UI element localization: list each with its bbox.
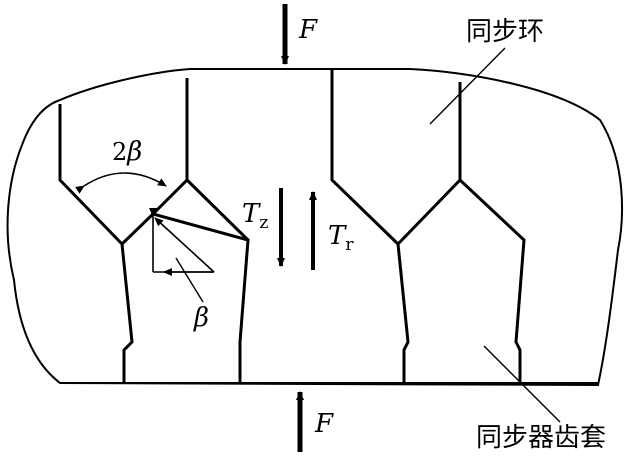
beta-label: β bbox=[193, 303, 209, 333]
force-bottom-label: F bbox=[314, 409, 334, 439]
synchronizer-ring-label: 同步环 bbox=[466, 17, 544, 47]
outline-boundary bbox=[6, 68, 623, 387]
left-tooth-flank bbox=[185, 178, 250, 242]
beta-normal-arrow bbox=[154, 217, 215, 273]
torque-tr-label: Tr bbox=[328, 221, 354, 255]
torque-tz-label: Tz bbox=[242, 199, 268, 233]
beta-leader-line bbox=[175, 257, 204, 303]
left-tooth-flank-inner bbox=[120, 212, 155, 246]
left-tooth-profile bbox=[58, 104, 134, 383]
sleeve-leader-line bbox=[483, 345, 561, 423]
left-gear-tooth-profile bbox=[150, 78, 250, 383]
force-top-label: F bbox=[298, 15, 318, 45]
sleeve-gear-label: 同步器齿套 bbox=[476, 423, 606, 453]
angle-2beta-arc bbox=[75, 172, 167, 194]
angle-2beta-label: 2β bbox=[112, 137, 142, 167]
ring-leader-line bbox=[429, 47, 506, 125]
right-gear-tooth-profile bbox=[396, 82, 462, 246]
right-gear-tooth-lower bbox=[458, 178, 526, 383]
right-tooth-profile bbox=[330, 69, 410, 383]
